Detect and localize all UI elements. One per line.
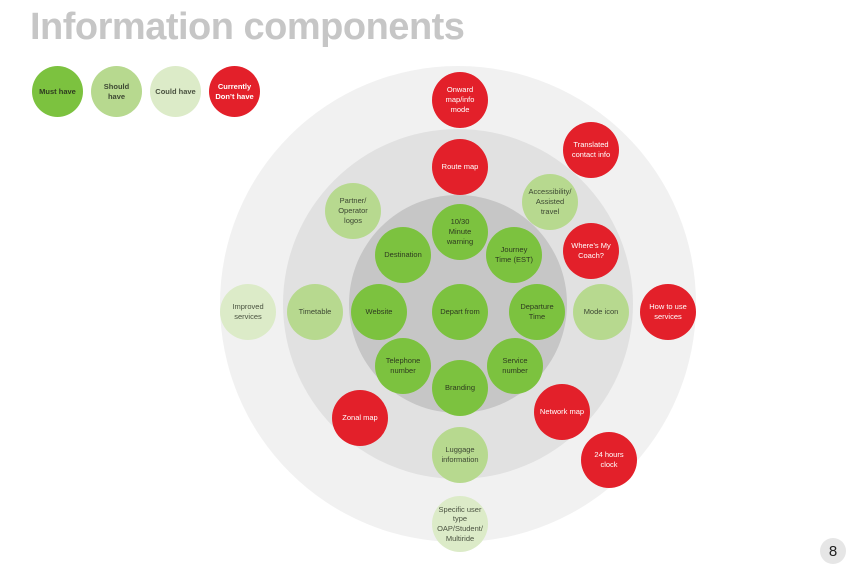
timetable-bubble: Timetable <box>287 284 343 340</box>
departure-time-bubble: Departure Time <box>509 284 565 340</box>
onward-map-bubble: Onward map/info mode <box>432 72 488 128</box>
page-title: Information components <box>30 6 465 48</box>
improved-services-bubble: Improved services <box>220 284 276 340</box>
legend-must-have: Must have <box>32 66 83 117</box>
service-number-bubble: Service number <box>487 338 543 394</box>
translated-contact-bubble: Translated contact info <box>563 122 619 178</box>
how-to-use-bubble: How to use services <box>640 284 696 340</box>
website-bubble: Website <box>351 284 407 340</box>
mode-icon-bubble: Mode icon <box>573 284 629 340</box>
specific-user-type-bubble: Specific user type OAP/Student/ Multirid… <box>432 496 488 552</box>
legend-dont-have: Currently Don’t have <box>209 66 260 117</box>
network-map-bubble: Network map <box>534 384 590 440</box>
telephone-number-bubble: Telephone number <box>375 338 431 394</box>
minute-warning-bubble: 10/30 Minute warning <box>432 204 488 260</box>
accessibility-bubble: Accessibility/ Assisted travel <box>522 174 578 230</box>
journey-time-bubble: Journey Time (EST) <box>486 227 542 283</box>
wheres-my-coach-bubble: Where’s My Coach? <box>563 223 619 279</box>
zonal-map-bubble: Zonal map <box>332 390 388 446</box>
legend-should-have: Should have <box>91 66 142 117</box>
branding-bubble: Branding <box>432 360 488 416</box>
clock-24-bubble: 24 hours clock <box>581 432 637 488</box>
page-number: 8 <box>820 538 846 564</box>
luggage-info-bubble: Luggage information <box>432 427 488 483</box>
route-map-bubble: Route map <box>432 139 488 195</box>
legend-could-have: Could have <box>150 66 201 117</box>
destination-bubble: Destination <box>375 227 431 283</box>
partner-logos-bubble: Partner/ Operator logos <box>325 183 381 239</box>
depart-from-bubble: Depart from <box>432 284 488 340</box>
